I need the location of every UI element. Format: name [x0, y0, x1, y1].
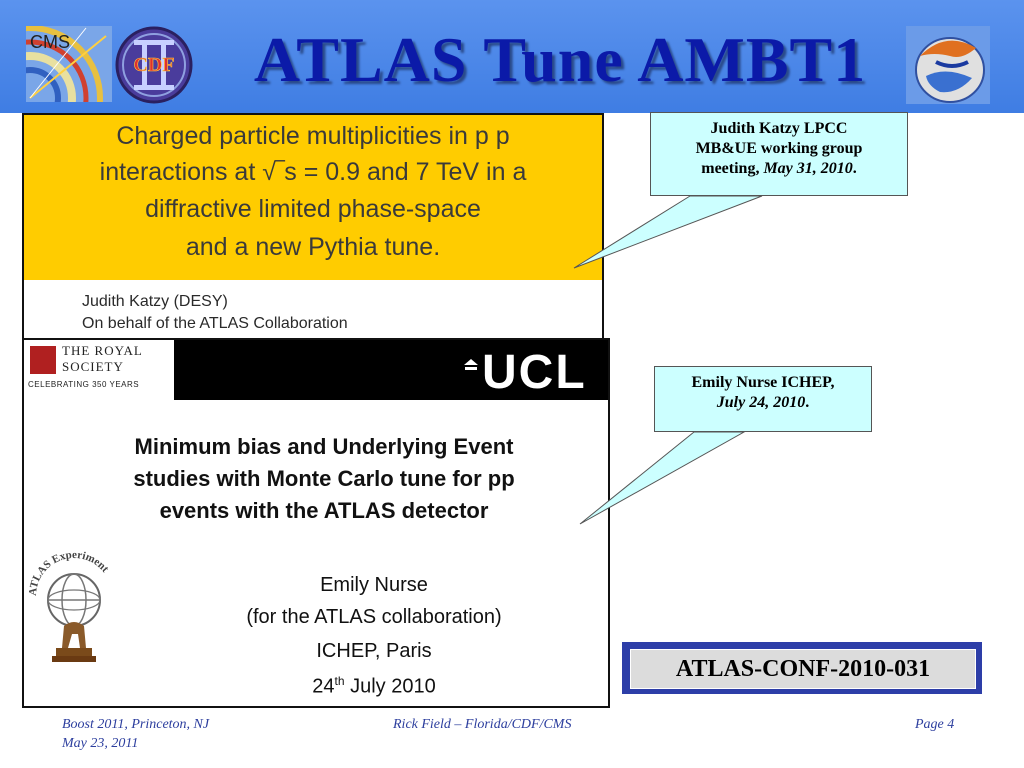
royal-society-line3: CELEBRATING 350 YEARS: [28, 380, 140, 389]
slide2-collaboration: (for the ATLAS collaboration): [246, 606, 502, 628]
callout1-pointer: [573, 195, 763, 269]
slide1-title-line-2: interactions at √‾s = 0.9 and 7 TeV in a: [99, 158, 527, 186]
callout2-line2-suffix: .: [805, 394, 810, 411]
callout-katzy: Judith Katzy LPCC MB&UE working group me…: [650, 112, 908, 196]
callout1-line2: MB&UE working group: [695, 140, 863, 157]
footer-author: Rick Field – Florida/CDF/CMS: [393, 717, 572, 732]
slide2-date-day: 24: [312, 675, 335, 698]
ucl-logo-icon: [464, 358, 478, 370]
slide1-author: Judith Katzy (DESY): [82, 293, 228, 310]
footer-conference: Boost 2011, Princeton, NJ: [62, 717, 210, 732]
callout2-pointer: [579, 431, 746, 525]
uf-logo: [906, 26, 990, 104]
conf-note-label: ATLAS-CONF-2010-031: [630, 649, 976, 689]
slide-thumbnail-nurse: THE ROYAL SOCIETY CELEBRATING 350 YEARS …: [22, 338, 610, 708]
cdf-logo: CDF: [112, 26, 196, 104]
slide2-date: 24th July 2010: [134, 674, 614, 699]
slide2-title-line-1: Minimum bias and Underlying Event: [134, 434, 514, 459]
slide1-title-line-1: Charged particle multiplicities in p p: [116, 122, 510, 150]
royal-society-line1: THE ROYAL: [62, 343, 143, 358]
slide2-date-month-year: July 2010: [344, 675, 436, 698]
slide-thumbnail-katzy: Charged particle multiplicities in p p i…: [22, 113, 604, 342]
cms-logo: CMS: [26, 26, 112, 102]
slide2-title-line-2: studies with Monte Carlo tune for pp: [133, 466, 515, 491]
callout1-line3-prefix: meeting,: [701, 160, 764, 177]
slide1-title-line-3: diffractive limited phase-space: [145, 195, 481, 223]
atlas-experiment-logo: ATLAS Experiment: [27, 548, 120, 672]
slide2-date-suffix: th: [334, 674, 345, 688]
slide1-title-band: [24, 115, 602, 280]
footer-date: May 23, 2011: [62, 736, 139, 751]
slide1-affiliation: On behalf of the ATLAS Collaboration: [82, 315, 348, 332]
ucl-logo-text: UCL: [482, 346, 587, 399]
slide-title: ATLAS Tune AMBT1: [253, 24, 867, 95]
slide2-speaker: Emily Nurse: [320, 574, 428, 596]
callout1-line1: Judith Katzy LPCC: [710, 120, 848, 137]
callout2-line2: July 24, 2010.: [655, 393, 871, 413]
slide2-title-line-3: events with the ATLAS detector: [159, 498, 489, 523]
callout1-line3: meeting, May 31, 2010.: [651, 159, 907, 179]
callout-nurse: Emily Nurse ICHEP, July 24, 2010.: [654, 366, 872, 432]
footer-page-number: Page 4: [915, 717, 955, 732]
slide1-title-line-4: and a new Pythia tune.: [185, 233, 441, 261]
cdf-logo-text: CDF: [133, 54, 174, 76]
cms-logo-text: CMS: [30, 32, 70, 52]
callout1-line3-suffix: .: [852, 160, 857, 177]
callout1-date: May 31, 2010: [763, 160, 853, 177]
royal-society-logo: THE ROYAL SOCIETY CELEBRATING 350 YEARS: [24, 340, 174, 400]
royal-society-line2: SOCIETY: [62, 359, 124, 374]
callout2-line1: Emily Nurse ICHEP,: [691, 374, 835, 391]
slide2-venue: ICHEP, Paris: [316, 640, 432, 662]
royal-society-emblem-icon: [30, 346, 56, 374]
callout2-date: July 24, 2010: [716, 394, 806, 411]
